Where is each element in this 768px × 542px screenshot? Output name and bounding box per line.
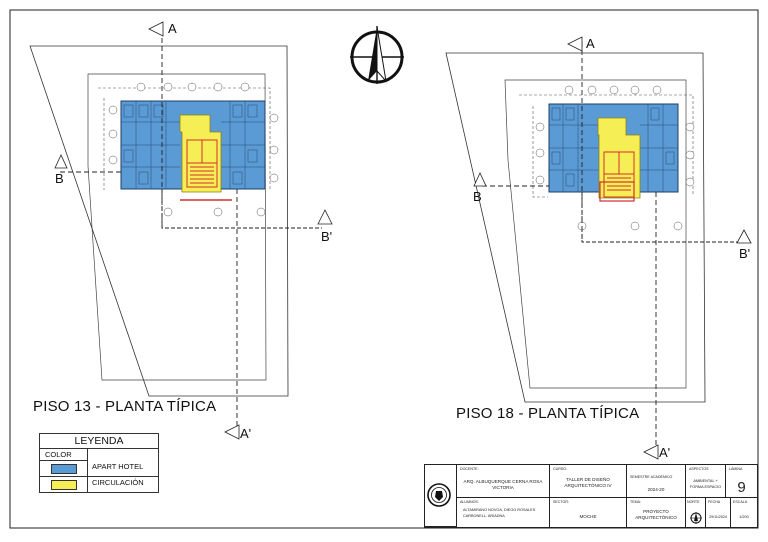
north-arrow-icon <box>350 26 404 84</box>
section-label-a-prime-18: A' <box>659 445 671 460</box>
tb-aspectos-value: AMBIENTAL + FORMA ESPACIO <box>689 479 722 489</box>
tb-sector-header: SECTOR: <box>553 500 569 504</box>
tb-semestre: SEMESTRE ACADÉMICO 2024-20 <box>627 465 686 498</box>
section-label-a-18: A <box>586 36 595 51</box>
section-label-b-13: B <box>55 171 64 186</box>
tb-docente-value: ARQ. ALBUQUERQUE CERNA ROSA VICTORIA <box>463 479 543 490</box>
legend-label: APART HOTEL <box>92 462 144 471</box>
circulacion-zone <box>179 114 222 193</box>
tb-lamina: LÁMINA 9 <box>726 465 757 498</box>
plan-title-piso-13: PISO 13 - PLANTA TÍPICA <box>33 398 217 415</box>
tb-curso: CURSO: TALLER DE DISEÑO ARQUITECTÓNICO I… <box>550 465 627 498</box>
podium-outline <box>87 73 267 381</box>
section-label-a-prime-13: A' <box>240 426 252 441</box>
tb-docente: DOCENTE: ARQ. ALBUQUERQUE CERNA ROSA VIC… <box>457 465 550 498</box>
tb-alumnos-value: ALTAMIRANO NOVOA, DIEGO ROSALES CARBONEL… <box>463 508 536 518</box>
section-label-b-18: B <box>473 189 482 204</box>
legend-swatch-circulacion <box>50 479 77 490</box>
tb-escala: ESCALA 1/200 <box>731 498 757 527</box>
tb-curso-value: TALLER DE DISEÑO ARQUITECTÓNICO IV <box>564 477 612 488</box>
legend: LEYENDA COLOR APART HOTEL CIRCULACIÓN <box>39 433 159 493</box>
tb-curso-header: CURSO: <box>553 467 567 471</box>
legend-label: CIRCULACIÓN <box>92 478 144 487</box>
podium-outline <box>504 79 687 389</box>
legend-title: LEYENDA <box>40 434 158 449</box>
tb-fecha-header: FECHA <box>708 500 721 504</box>
tb-docente-header: DOCENTE: <box>460 467 479 471</box>
section-label-b-prime-13: B' <box>321 229 333 244</box>
site-boundary <box>29 45 289 397</box>
plan-title-piso-18: PISO 18 - PLANTA TÍPICA <box>456 405 640 422</box>
legend-swatch-apart-hotel <box>50 463 77 474</box>
tb-semestre-header: SEMESTRE ACADÉMICO <box>630 475 673 479</box>
tb-fecha: FECHA 29/11/2024 <box>706 498 731 527</box>
section-label-b-prime-18: B' <box>739 246 751 261</box>
tb-norte-header: NORTE <box>687 500 700 504</box>
tb-escala-value: 1/200 <box>739 515 749 519</box>
tb-aspectos: ASPECTOS AMBIENTAL + FORMA ESPACIO <box>686 465 726 498</box>
tb-logo-cell <box>425 465 457 527</box>
core <box>186 139 218 188</box>
tb-escala-header: ESCALA <box>733 500 748 504</box>
legend-color-header: COLOR <box>40 449 88 461</box>
title-block: DOCENTE: ARQ. ALBUQUERQUE CERNA ROSA VIC… <box>424 464 758 528</box>
tb-sector-value: MOCHE <box>579 514 597 519</box>
site-boundary <box>445 52 706 403</box>
plan-piso-18 <box>445 36 752 460</box>
plan-piso-13 <box>29 21 333 440</box>
legend-item: CIRCULACIÓN <box>40 477 158 492</box>
tb-alumnos-header: ALUMNOS: <box>460 500 479 504</box>
tb-aspectos-header: ASPECTOS <box>689 467 709 471</box>
section-label-a-13: A <box>168 21 177 36</box>
tb-alumnos: ALUMNOS: ALTAMIRANO NOVOA, DIEGO ROSALES… <box>457 498 550 527</box>
university-seal-icon <box>427 483 451 507</box>
sheet-frame <box>9 9 759 529</box>
tb-tema-header: TEMA: <box>630 500 641 504</box>
tb-fecha-value: 29/11/2024 <box>709 515 727 519</box>
tb-lamina-header: LÁMINA <box>729 467 743 471</box>
tb-semestre-value: 2024-20 <box>647 487 665 492</box>
tb-tema-value: PROYECTO ARQUITECTÓNICO <box>635 509 677 520</box>
tb-sector: SECTOR: MOCHE <box>550 498 627 527</box>
tb-tema: TEMA: PROYECTO ARQUITECTÓNICO <box>627 498 686 527</box>
north-mini-icon <box>690 512 702 524</box>
tb-norte: NORTE <box>686 498 706 527</box>
tb-lamina-value: 9 <box>737 479 746 496</box>
legend-item: APART HOTEL <box>40 461 158 477</box>
